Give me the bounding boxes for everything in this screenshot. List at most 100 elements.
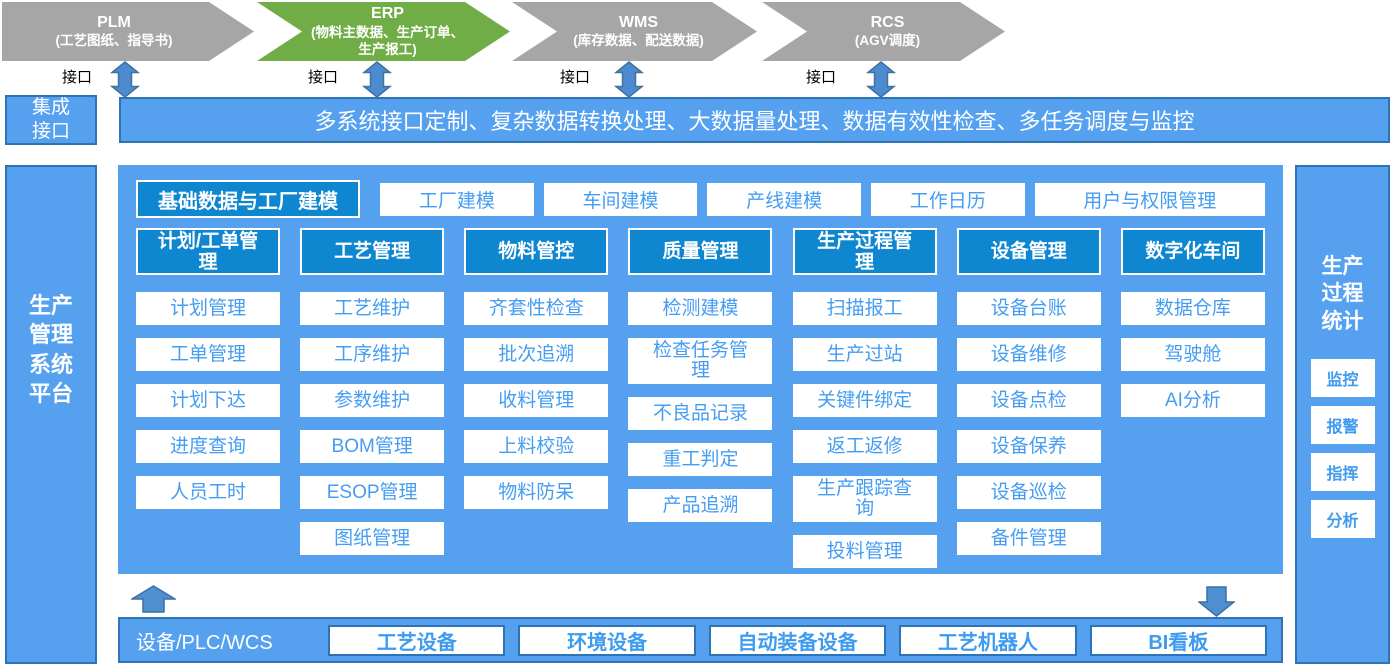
system-chevron-plm: PLM (工艺图纸、指导书) (2, 2, 254, 61)
system-title: RCS (870, 13, 905, 31)
base-model-item: 车间建模 (543, 182, 698, 216)
interface-label: 接口 (560, 69, 591, 86)
up-arrow-icon (131, 585, 176, 613)
double-arrow-icon (362, 61, 392, 98)
module-item: 数据仓库 (1120, 292, 1265, 325)
double-arrow-icon (110, 61, 140, 98)
module-item: 工序维护 (300, 338, 445, 371)
module-item: 计划管理 (136, 292, 280, 325)
base-model-item: 工厂建模 (380, 182, 534, 216)
module-column-header: 物料管控 (464, 228, 609, 275)
down-arrow-icon (1198, 586, 1235, 617)
integration-bar: 多系统接口定制、复杂数据转换处理、大数据量处理、数据有效性检查、多任务调度与监控 (119, 97, 1390, 143)
base-model-item: 工作日历 (870, 182, 1025, 216)
stats-item: 监控 (1310, 358, 1375, 397)
stats-item: 指挥 (1310, 452, 1375, 491)
platform-panel: 基础数据与工厂建模 工厂建模车间建模产线建模工作日历用户与权限管理 计划/工单管… (118, 165, 1283, 574)
module-item: ESOP管理 (300, 476, 445, 509)
module-item: 重工判定 (628, 443, 773, 476)
module-item: 扫描报工 (792, 292, 937, 325)
base-model-item: 产线建模 (707, 182, 861, 216)
integration-interface-box: 集成 接口 (5, 95, 97, 145)
module-item: 设备巡检 (956, 476, 1101, 509)
module-column: 工艺管理工艺维护工序维护参数维护 BOM管理 ESOP管理图纸管理 (300, 228, 445, 581)
module-item: 产品追溯 (628, 489, 773, 522)
module-item: 图纸管理 (300, 522, 445, 555)
module-item: 物料防呆 (464, 476, 609, 509)
system-chevron-rcs: RCS (AGV调度) (762, 2, 1005, 61)
module-column-header: 质量管理 (628, 228, 773, 275)
stats-item: 分析 (1310, 499, 1375, 538)
module-column: 设备管理设备台账设备维修设备点检设备保养设备巡检备件管理 (956, 228, 1101, 581)
module-columns: 计划/工单管 理计划管理工单管理计划下达进度查询人员工时工艺管理工艺维护工序维护… (136, 228, 1265, 581)
module-item: 投料管理 (792, 535, 937, 568)
module-item: 收料管理 (464, 384, 609, 417)
production-stats-sidebar: 生产 过程 统计 监控报警指挥分析 (1295, 165, 1390, 664)
system-chevron-erp: ERP (物料主数据、生产订单、 生产报工) (257, 2, 510, 61)
module-item: 设备维修 (956, 338, 1101, 371)
module-item: 关键件绑定 (792, 384, 937, 417)
interface-label: 接口 (308, 69, 339, 86)
module-column-header: 工艺管理 (300, 228, 445, 275)
module-item: 参数维护 (300, 384, 445, 417)
base-data-items: 工厂建模车间建模产线建模工作日历用户与权限管理 (380, 182, 1266, 216)
module-item: 设备点检 (956, 384, 1101, 417)
module-item: 齐套性检查 (464, 292, 609, 325)
module-item: 工艺维护 (300, 292, 445, 325)
device-items: 工艺设备环境设备自动装备设备工艺机器人 BI看板 (328, 624, 1268, 656)
device-layer-label: 设备/PLC/WCS (136, 631, 273, 654)
module-item: 进度查询 (136, 430, 280, 463)
double-arrow-icon (866, 61, 896, 98)
module-column-header: 生产过程管 理 (792, 228, 937, 275)
stats-item: 报警 (1310, 405, 1375, 444)
module-item: 驾驶舱 (1120, 338, 1265, 371)
module-item: 批次追溯 (464, 338, 609, 371)
base-data-row: 基础数据与工厂建模 工厂建模车间建模产线建模工作日历用户与权限管理 (136, 180, 1266, 218)
system-title: PLM (97, 13, 131, 31)
device-item: 环境设备 (518, 624, 696, 656)
system-title: ERP (371, 5, 404, 23)
module-item: 设备台账 (956, 292, 1101, 325)
module-item: 设备保养 (956, 430, 1101, 463)
system-subtitle: (AGV调度) (854, 33, 921, 49)
module-column-header: 设备管理 (956, 228, 1101, 275)
double-arrow-icon (614, 61, 644, 98)
module-item: 工单管理 (136, 338, 280, 371)
module-item: 生产过站 (792, 338, 937, 371)
module-item: BOM管理 (300, 430, 445, 463)
device-item: 工艺机器人 (899, 624, 1077, 656)
system-subtitle: (工艺图纸、指导书) (55, 33, 173, 49)
module-item: 上料校验 (464, 430, 609, 463)
module-column: 物料管控齐套性检查批次追溯收料管理上料校验物料防呆 (464, 228, 609, 581)
production-platform-sidebar: 生产 管理 系统 平台 (5, 165, 97, 664)
module-column-header: 数字化车间 (1120, 228, 1265, 275)
production-stats-title: 生产 过程 统计 (1321, 255, 1364, 333)
stats-items: 监控报警指挥分析 (1297, 358, 1388, 538)
module-item: 检查任务管 理 (628, 338, 773, 384)
system-title: WMS (618, 13, 659, 31)
base-model-item: 用户与权限管理 (1034, 182, 1266, 216)
module-column: 数字化车间数据仓库驾驶舱 AI分析 (1120, 228, 1265, 581)
module-item: 检测建模 (628, 292, 773, 325)
module-item: AI分析 (1120, 384, 1265, 417)
module-item: 人员工时 (136, 476, 280, 509)
module-column-header: 计划/工单管 理 (136, 228, 280, 275)
module-item: 计划下达 (136, 384, 280, 417)
interface-label: 接口 (62, 69, 93, 86)
module-column: 质量管理检测建模检查任务管 理不良品记录重工判定产品追溯 (628, 228, 773, 581)
system-chevron-wms: WMS (库存数据、配送数据) (512, 2, 757, 61)
device-item: 自动装备设备 (708, 624, 887, 656)
module-column: 生产过程管 理扫描报工生产过站关键件绑定返工返修生产跟踪查 询投料管理 (792, 228, 937, 581)
device-item: BI看板 (1089, 624, 1268, 656)
system-subtitle: (库存数据、配送数据) (573, 33, 704, 49)
device-layer-bar: 设备/PLC/WCS 工艺设备环境设备自动装备设备工艺机器人 BI看板 (118, 617, 1283, 663)
system-subtitle: (物料主数据、生产订单、 生产报工) (311, 25, 464, 57)
module-item: 生产跟踪查 询 (792, 476, 937, 522)
module-column: 计划/工单管 理计划管理工单管理计划下达进度查询人员工时 (136, 228, 280, 581)
base-data-header: 基础数据与工厂建模 (136, 180, 360, 218)
device-item: 工艺设备 (328, 624, 506, 656)
interface-label: 接口 (806, 69, 837, 86)
module-item: 备件管理 (956, 522, 1101, 555)
module-item: 返工返修 (792, 430, 937, 463)
